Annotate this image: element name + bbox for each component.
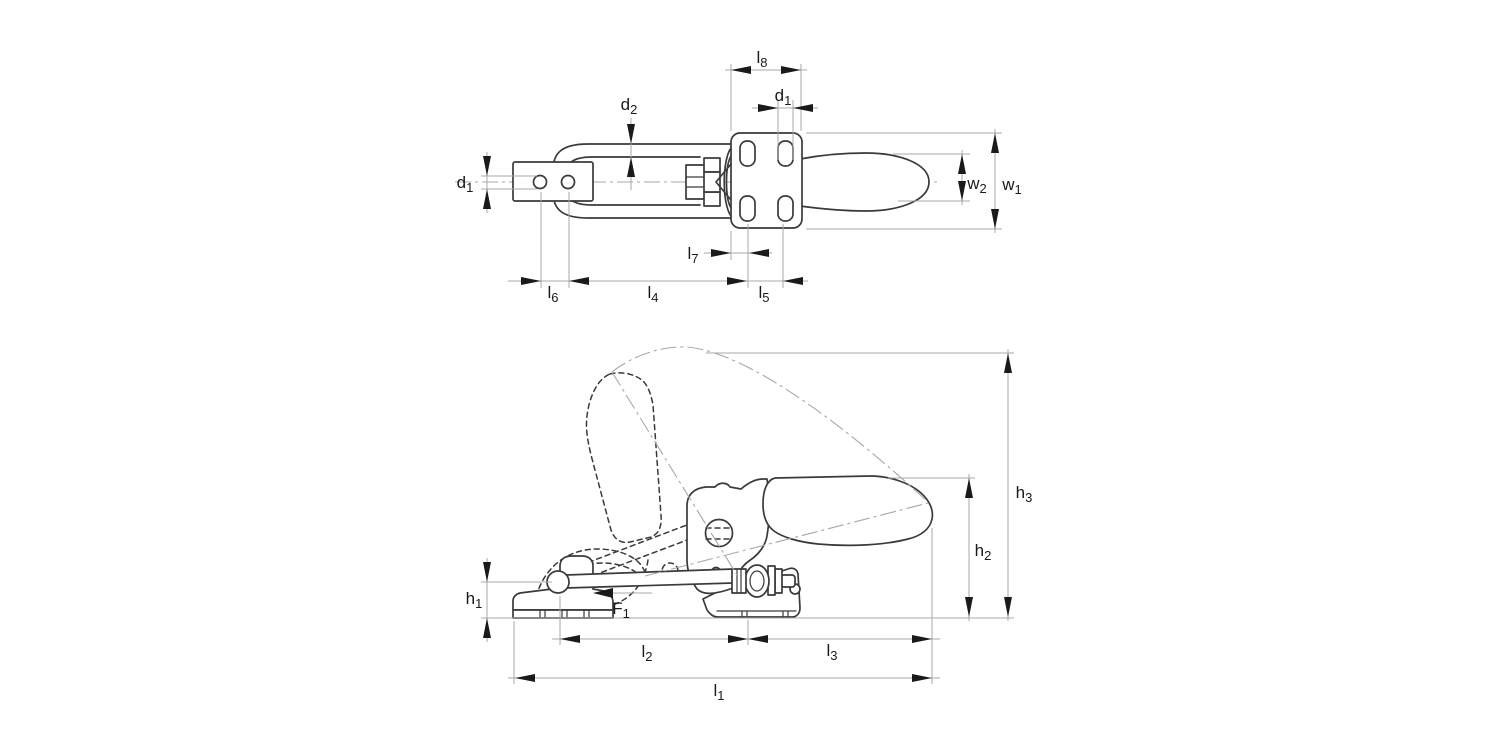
d2-label: d2 — [621, 95, 638, 117]
spindle-nut-left-facets — [736, 569, 742, 594]
swivel-ball-inner — [749, 570, 765, 592]
turnbuckle-tab-bottom — [703, 191, 721, 207]
turnbuckle-detail-lines — [685, 176, 705, 188]
force-f1: F1 — [593, 588, 652, 621]
spindle-nut-left — [731, 568, 747, 594]
l5-label: l5 — [758, 283, 769, 305]
f1-label: F1 — [612, 599, 630, 621]
h1-label: h1 — [466, 589, 483, 611]
turnbuckle-center — [703, 171, 721, 193]
l8-dim-lines — [725, 64, 807, 131]
d2-arrowheads — [627, 124, 635, 177]
loop-v-notch — [715, 163, 732, 201]
l2-l3-arrowheads — [560, 635, 932, 643]
l6-label: l6 — [547, 283, 558, 305]
d1-top-label: d1 — [775, 86, 792, 108]
pivot-hole-hidden-lines — [705, 527, 734, 540]
latch-plate-hole-left — [532, 174, 548, 190]
dimension-l8: l8 — [725, 48, 807, 131]
mounting-slot-bottom-left — [739, 195, 756, 222]
f1-arrowhead — [593, 588, 613, 598]
l1-label: l1 — [713, 681, 724, 703]
h2-label: h2 — [975, 541, 992, 563]
dimension-l7: l7 — [687, 224, 772, 288]
dimension-w1: w1 — [806, 129, 1022, 233]
latch-plate — [512, 161, 594, 202]
handle-open-position-dashed — [585, 372, 662, 544]
w1-label: w1 — [1001, 175, 1022, 197]
h3-dim-lines — [706, 349, 1014, 621]
l1-dim-lines — [508, 621, 940, 684]
mounting-slot-bottom-right — [777, 195, 794, 222]
chain-arrowheads — [521, 277, 803, 285]
h2-dim-lines — [888, 474, 975, 621]
swivel-ball — [744, 564, 770, 598]
h1-arrowheads — [483, 562, 491, 638]
chain-dim-lines — [508, 192, 808, 288]
closed-handle-axis-line — [644, 502, 929, 577]
dimension-d2: d2 — [621, 95, 638, 190]
l3-label: l3 — [826, 641, 837, 663]
l7-arrowheads — [711, 249, 769, 257]
turnbuckle-tab-top — [703, 157, 721, 173]
spindle-nut-right — [774, 568, 783, 594]
top-view: l8 d1 d2 d1 w2 w1 — [455, 48, 1022, 305]
w2-label: w2 — [966, 174, 987, 196]
dimension-l1: l1 — [508, 621, 940, 703]
l8-label: l8 — [756, 48, 767, 70]
spindle-assembly — [731, 564, 796, 598]
l8-arrowheads — [731, 66, 801, 74]
open-handle-axis-line — [611, 371, 738, 576]
handle-side-view — [762, 475, 934, 547]
l7-label: l7 — [687, 244, 698, 266]
catch-serration-ticks — [539, 609, 590, 619]
spindle-rod-end — [780, 574, 796, 588]
latch-plate-hole-right — [560, 174, 576, 190]
clamp-base-serration — [716, 610, 797, 618]
w1-arrowheads — [991, 133, 999, 229]
dimension-d1-left: d1 — [457, 152, 537, 213]
catch-serrated-base — [512, 609, 614, 619]
pivot-hole — [704, 518, 734, 548]
d1-left-arrowheads — [483, 156, 491, 209]
turnbuckle-fitting — [685, 157, 721, 207]
dimension-w2: w2 — [893, 150, 987, 205]
dimension-d1-top: d1 — [752, 86, 818, 160]
l4-label: l4 — [647, 283, 658, 305]
side-view: F1 h1 h2 h3 l2 l3 — [466, 346, 1032, 703]
mounting-slot-top-left — [739, 140, 756, 167]
dimension-chain-l6-l4-l5: l6 l4 l5 — [508, 192, 808, 305]
h3-label: h3 — [1016, 483, 1033, 505]
handle-top-view — [799, 152, 930, 212]
d1-top-arrowheads — [758, 104, 813, 112]
handle-swing-arc — [611, 346, 929, 503]
w2-arrowheads — [958, 154, 966, 201]
dimension-l2-l3: l2 l3 — [552, 528, 940, 684]
dimension-h2: h2 — [888, 474, 991, 621]
dimension-h3: h3 — [706, 349, 1032, 621]
l2-label: l2 — [641, 642, 652, 664]
dimension-h1: h1 — [466, 558, 552, 642]
plate-flange-curves — [723, 147, 732, 217]
mounting-slot-top-right — [777, 140, 794, 167]
d1-left-label: d1 — [457, 173, 474, 195]
